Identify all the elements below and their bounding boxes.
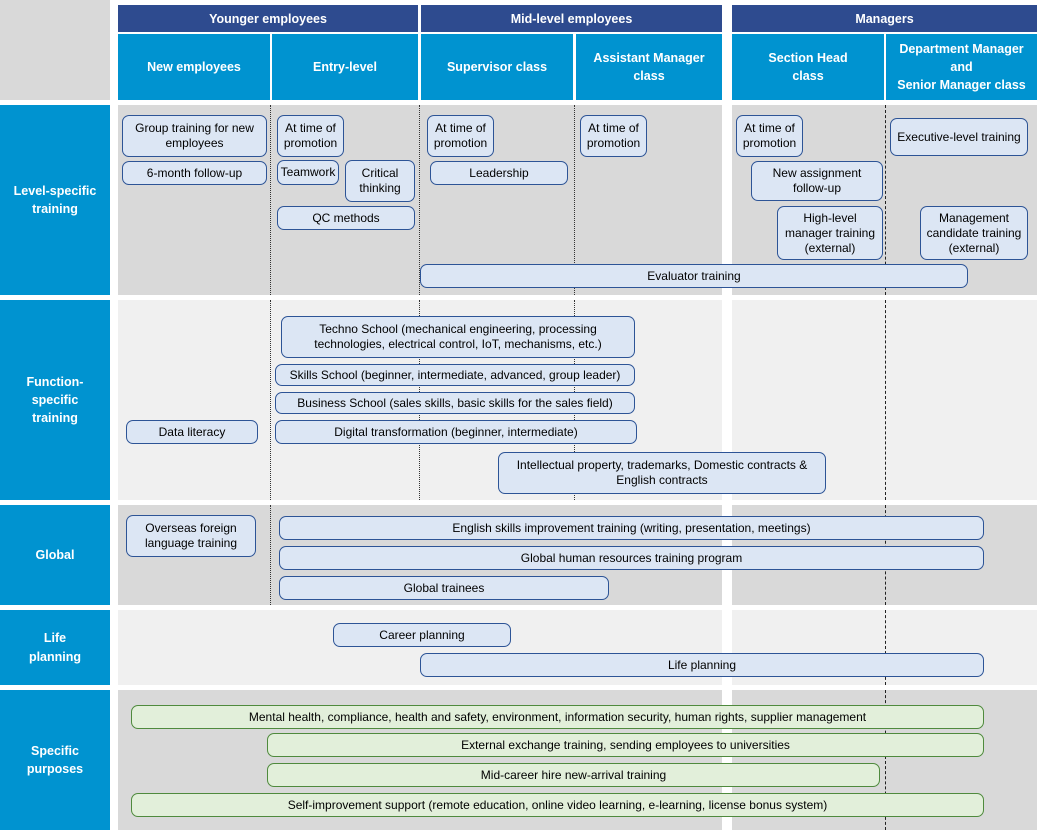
item-skills-school[interactable]: Skills School (beginner, intermediate, a… <box>275 364 635 386</box>
item-at-time-of-promotion-assistant-manager[interactable]: At time of promotion <box>580 115 647 157</box>
row-label-global: Global <box>0 505 110 605</box>
item-external-exchange-training[interactable]: External exchange training, sending empl… <box>267 733 984 757</box>
column-header-new-employees: New employees <box>118 34 270 100</box>
group-header-mid-level-employees: Mid-level employees <box>421 5 722 32</box>
matrix-corner-cell <box>0 0 110 100</box>
item-mental-health-compliance[interactable]: Mental health, compliance, health and sa… <box>131 705 984 729</box>
column-separator-5-row4 <box>885 610 886 685</box>
item-self-improvement-support[interactable]: Self-improvement support (remote educati… <box>131 793 984 817</box>
item-group-training-new-employees[interactable]: Group training for new employees <box>122 115 267 157</box>
item-leadership[interactable]: Leadership <box>430 161 568 185</box>
item-life-planning[interactable]: Life planning <box>420 653 984 677</box>
column-separator-1-row2 <box>270 300 271 500</box>
item-6-month-follow-up[interactable]: 6-month follow-up <box>122 161 267 185</box>
item-business-school[interactable]: Business School (sales skills, basic ski… <box>275 392 635 414</box>
row-band-level-specific <box>118 105 1037 295</box>
column-separator-5-row1 <box>885 105 886 295</box>
item-mid-career-hire-training[interactable]: Mid-career hire new-arrival training <box>267 763 880 787</box>
item-overseas-foreign-language-training[interactable]: Overseas foreign language training <box>126 515 256 557</box>
item-global-human-resources-training-program[interactable]: Global human resources training program <box>279 546 984 570</box>
item-global-trainees[interactable]: Global trainees <box>279 576 609 600</box>
column-separator-5-row5 <box>885 690 886 830</box>
item-executive-level-training[interactable]: Executive-level training <box>890 118 1028 156</box>
column-header-entry-level: Entry-level <box>272 34 418 100</box>
group-header-managers: Managers <box>732 5 1037 32</box>
column-separator-1-row3 <box>270 505 271 605</box>
item-qc-methods[interactable]: QC methods <box>277 206 415 230</box>
item-data-literacy[interactable]: Data literacy <box>126 420 258 444</box>
item-at-time-of-promotion-section-head[interactable]: At time of promotion <box>736 115 803 157</box>
item-evaluator-training[interactable]: Evaluator training <box>420 264 968 288</box>
column-separator-3-row1 <box>574 105 575 295</box>
item-critical-thinking[interactable]: Critical thinking <box>345 160 415 202</box>
column-separator-5-row2 <box>885 300 886 500</box>
item-at-time-of-promotion-supervisor[interactable]: At time of promotion <box>427 115 494 157</box>
column-separator-1-row1 <box>270 105 271 295</box>
item-high-level-manager-training[interactable]: High-level manager training (external) <box>777 206 883 260</box>
column-separator-2-row1 <box>419 105 420 295</box>
item-techno-school[interactable]: Techno School (mechanical engineering, p… <box>281 316 635 358</box>
item-english-skills-improvement-training[interactable]: English skills improvement training (wri… <box>279 516 984 540</box>
item-new-assignment-follow-up[interactable]: New assignment follow-up <box>751 161 883 201</box>
column-header-supervisor-class: Supervisor class <box>421 34 573 100</box>
item-at-time-of-promotion-entry[interactable]: At time of promotion <box>277 115 344 157</box>
item-management-candidate-training[interactable]: Management candidate training (external) <box>920 206 1028 260</box>
item-career-planning[interactable]: Career planning <box>333 623 511 647</box>
item-intellectual-property[interactable]: Intellectual property, trademarks, Domes… <box>498 452 826 494</box>
item-teamwork[interactable]: Teamwork <box>277 160 339 185</box>
item-digital-transformation[interactable]: Digital transformation (beginner, interm… <box>275 420 637 444</box>
group-header-younger-employees: Younger employees <box>118 5 418 32</box>
